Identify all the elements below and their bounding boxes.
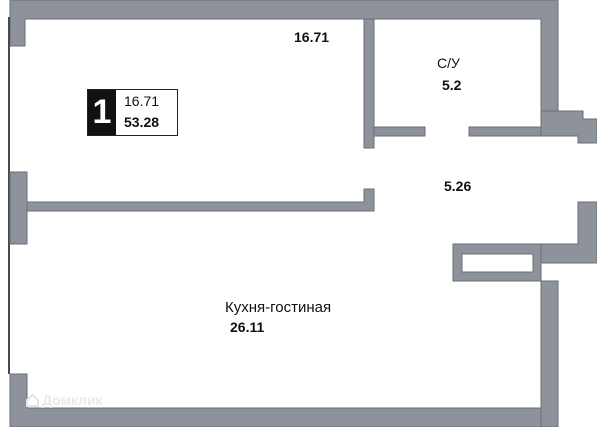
house-icon	[26, 393, 39, 407]
wall-bottom	[9, 373, 542, 427]
room1-area: 16.71	[294, 29, 330, 45]
kitchen-living-name: Кухня-гостиная	[225, 299, 332, 316]
living-area: 16.71	[124, 93, 160, 109]
kitchen-living-area: 26.11	[230, 319, 265, 335]
watermark: Домклик	[26, 392, 103, 408]
total-area: 53.28	[124, 114, 160, 130]
shaft-opening	[461, 253, 534, 273]
wall-left-window	[8, 17, 10, 374]
apartment-badge: 1 16.71 53.28	[87, 89, 178, 136]
wall-right-lower	[540, 280, 559, 427]
wall-bathroom-bottom-left	[373, 126, 426, 137]
wall-bathroom-left	[363, 18, 375, 149]
wall-bedroom-bottom	[26, 188, 375, 212]
wall-left-pier	[9, 171, 28, 245]
bathroom-name: С/У	[437, 55, 460, 71]
wall-right-jog-top	[540, 110, 597, 144]
watermark-text: Домклик	[42, 392, 103, 408]
wall-bathroom-bottom-right	[468, 126, 542, 137]
hall-area: 5.26	[444, 178, 472, 194]
wall-right-entrance-bottom	[540, 201, 597, 264]
bathroom-area: 5.2	[442, 77, 462, 93]
wall-top	[9, 0, 559, 112]
room-count: 1	[88, 90, 116, 135]
